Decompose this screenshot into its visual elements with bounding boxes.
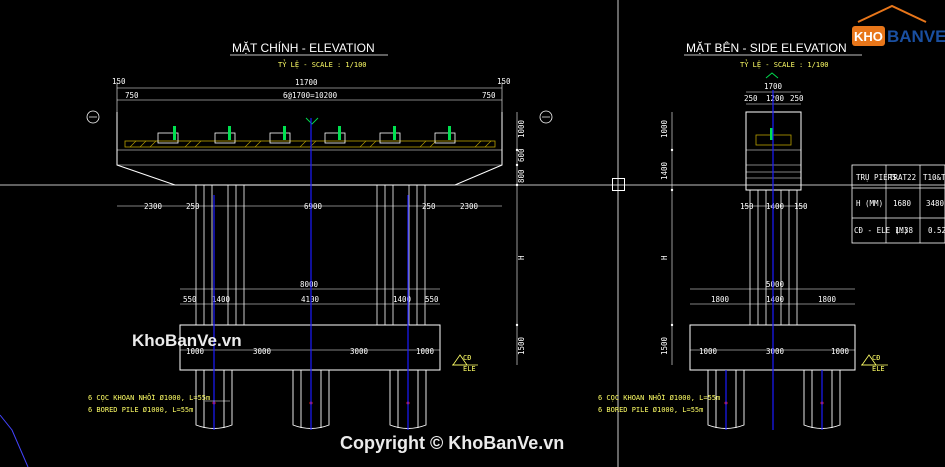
elev-lower-overall: 8000 (300, 280, 319, 289)
elev-cd-label: CĐ (463, 354, 471, 362)
side-mid-b: 1400 (766, 202, 785, 211)
side-note-en: 6 BORED PILE Ø1000, L=55m (598, 406, 703, 414)
elev-base-b: 3000 (253, 347, 272, 356)
watermark-copyright: Copyright © KhoBanVe.vn (340, 433, 564, 453)
side-v-mid: 1400 (660, 161, 669, 180)
elev-lower-c: 4100 (301, 295, 320, 304)
elev-v-h: H (517, 255, 526, 260)
elev-note-en: 6 BORED PILE Ø1000, L=55m (88, 406, 193, 414)
side-mid-a: 150 (740, 202, 754, 211)
table-r0-c2: 3480 (926, 199, 945, 208)
elev-lower-e: 550 (425, 295, 439, 304)
side-v-base: 1500 (660, 336, 669, 355)
elev-mid-left: 2300 (144, 202, 163, 211)
side-dim-b: 1200 (766, 94, 785, 103)
table-head-2: T10&T2 (923, 173, 945, 182)
side-v-h: H (660, 255, 669, 260)
side-lower-a: 1800 (711, 295, 730, 304)
elevation-columns (195, 184, 426, 326)
elev-base-c: 3000 (350, 347, 369, 356)
elev-lower-d: 1400 (393, 295, 412, 304)
side-base-b: 3000 (766, 347, 785, 356)
elevation-view: MẶT CHÍNH - ELEVATION TỶ LỆ - SCALE : 1/… (86, 40, 553, 430)
side-note-vi: 6 CỌC KHOAN NHỒI Ø1000, L=55m (598, 393, 720, 402)
left-bearing-icon (86, 110, 100, 124)
elev-base-a: 1000 (186, 347, 205, 356)
elev-mid-right: 2300 (460, 202, 479, 211)
side-cd-label: CĐ (872, 354, 880, 362)
side-dim-a: 250 (744, 94, 758, 103)
right-bearing-icon (539, 110, 553, 124)
elev-ele-label: ELE (463, 365, 476, 373)
elev-lower-a: 550 (183, 295, 197, 304)
logo-banve: BANVE (887, 27, 945, 46)
elev-dim-left-end: 150 (112, 77, 126, 86)
side-ele-label: ELE (872, 365, 885, 373)
house-roof-icon (857, 4, 927, 23)
cursor-pickbox (612, 178, 625, 191)
table-head-0: TRỤ PIERS (856, 173, 897, 182)
elev-dim-left-edge: 750 (125, 91, 139, 100)
elev-v-top: 1000 (517, 119, 526, 138)
elev-dim-overall: 11700 (295, 78, 318, 87)
side-view: MẶT BÊN - SIDE ELEVATION TỶ LỆ - SCALE :… (598, 40, 888, 430)
side-dim-overall: 1700 (764, 82, 783, 91)
elev-dim-spacing: 6@1700=10200 (283, 91, 338, 100)
side-v-top: 1000 (660, 119, 669, 138)
table-r0-c0: H (MM) (856, 199, 883, 208)
logo: KHO BANVE (852, 4, 945, 46)
elev-dim-right-edge: 750 (482, 91, 496, 100)
side-scale: TỶ LỆ - SCALE : 1/100 (740, 60, 829, 69)
elev-v-mid1: 600 (517, 148, 526, 162)
elev-base-d: 1000 (416, 347, 435, 356)
side-title: MẶT BÊN - SIDE ELEVATION (686, 40, 847, 55)
side-lower-b: 1400 (766, 295, 785, 304)
table-r1-c1: 1.38 (895, 226, 914, 235)
table-head-1: TRAT22 (889, 173, 916, 182)
logo-box (852, 26, 885, 46)
logo-kho: KHO (854, 29, 883, 44)
table-r1-c0: CĐ - ELE (M) (854, 226, 908, 235)
side-dim-c: 250 (790, 94, 804, 103)
stray-line (0, 414, 29, 467)
elev-mid-left-col: 250 (186, 202, 200, 211)
table-r1-c2: 0.52 (928, 226, 945, 235)
pier-table: TRỤ PIERS TRAT22 T10&T2 H (MM) 1680 3480… (851, 164, 945, 244)
side-lower-c: 1800 (818, 295, 837, 304)
elevation-title: MẶT CHÍNH - ELEVATION (232, 40, 375, 55)
elev-mid-center: 6900 (304, 202, 323, 211)
side-lower-overall: 5000 (766, 280, 785, 289)
side-axes (725, 90, 823, 430)
elevation-scale: TỶ LỆ - SCALE : 1/100 (278, 60, 367, 69)
elev-mid-right-col: 250 (422, 202, 436, 211)
side-piles (707, 370, 841, 429)
pier-cap-beam (116, 112, 503, 186)
side-base-c: 1000 (831, 347, 850, 356)
side-base-a: 1000 (699, 347, 718, 356)
side-mid-c: 150 (794, 202, 808, 211)
elev-note-vi: 6 CỌC KHOAN NHỒI Ø1000, L=55m (88, 393, 210, 402)
table-r0-c1: 1680 (893, 199, 912, 208)
elev-v-base: 1500 (517, 336, 526, 355)
bearing-seat-hatch (124, 140, 496, 148)
elevation-pile-cap (179, 324, 441, 371)
elev-dim-right-end: 150 (497, 77, 511, 86)
elev-lower-b: 1400 (212, 295, 231, 304)
elevation-axes (213, 118, 409, 430)
watermark-site: KhoBanVe.vn (132, 331, 242, 350)
elev-v-mid2: 800 (517, 169, 526, 183)
